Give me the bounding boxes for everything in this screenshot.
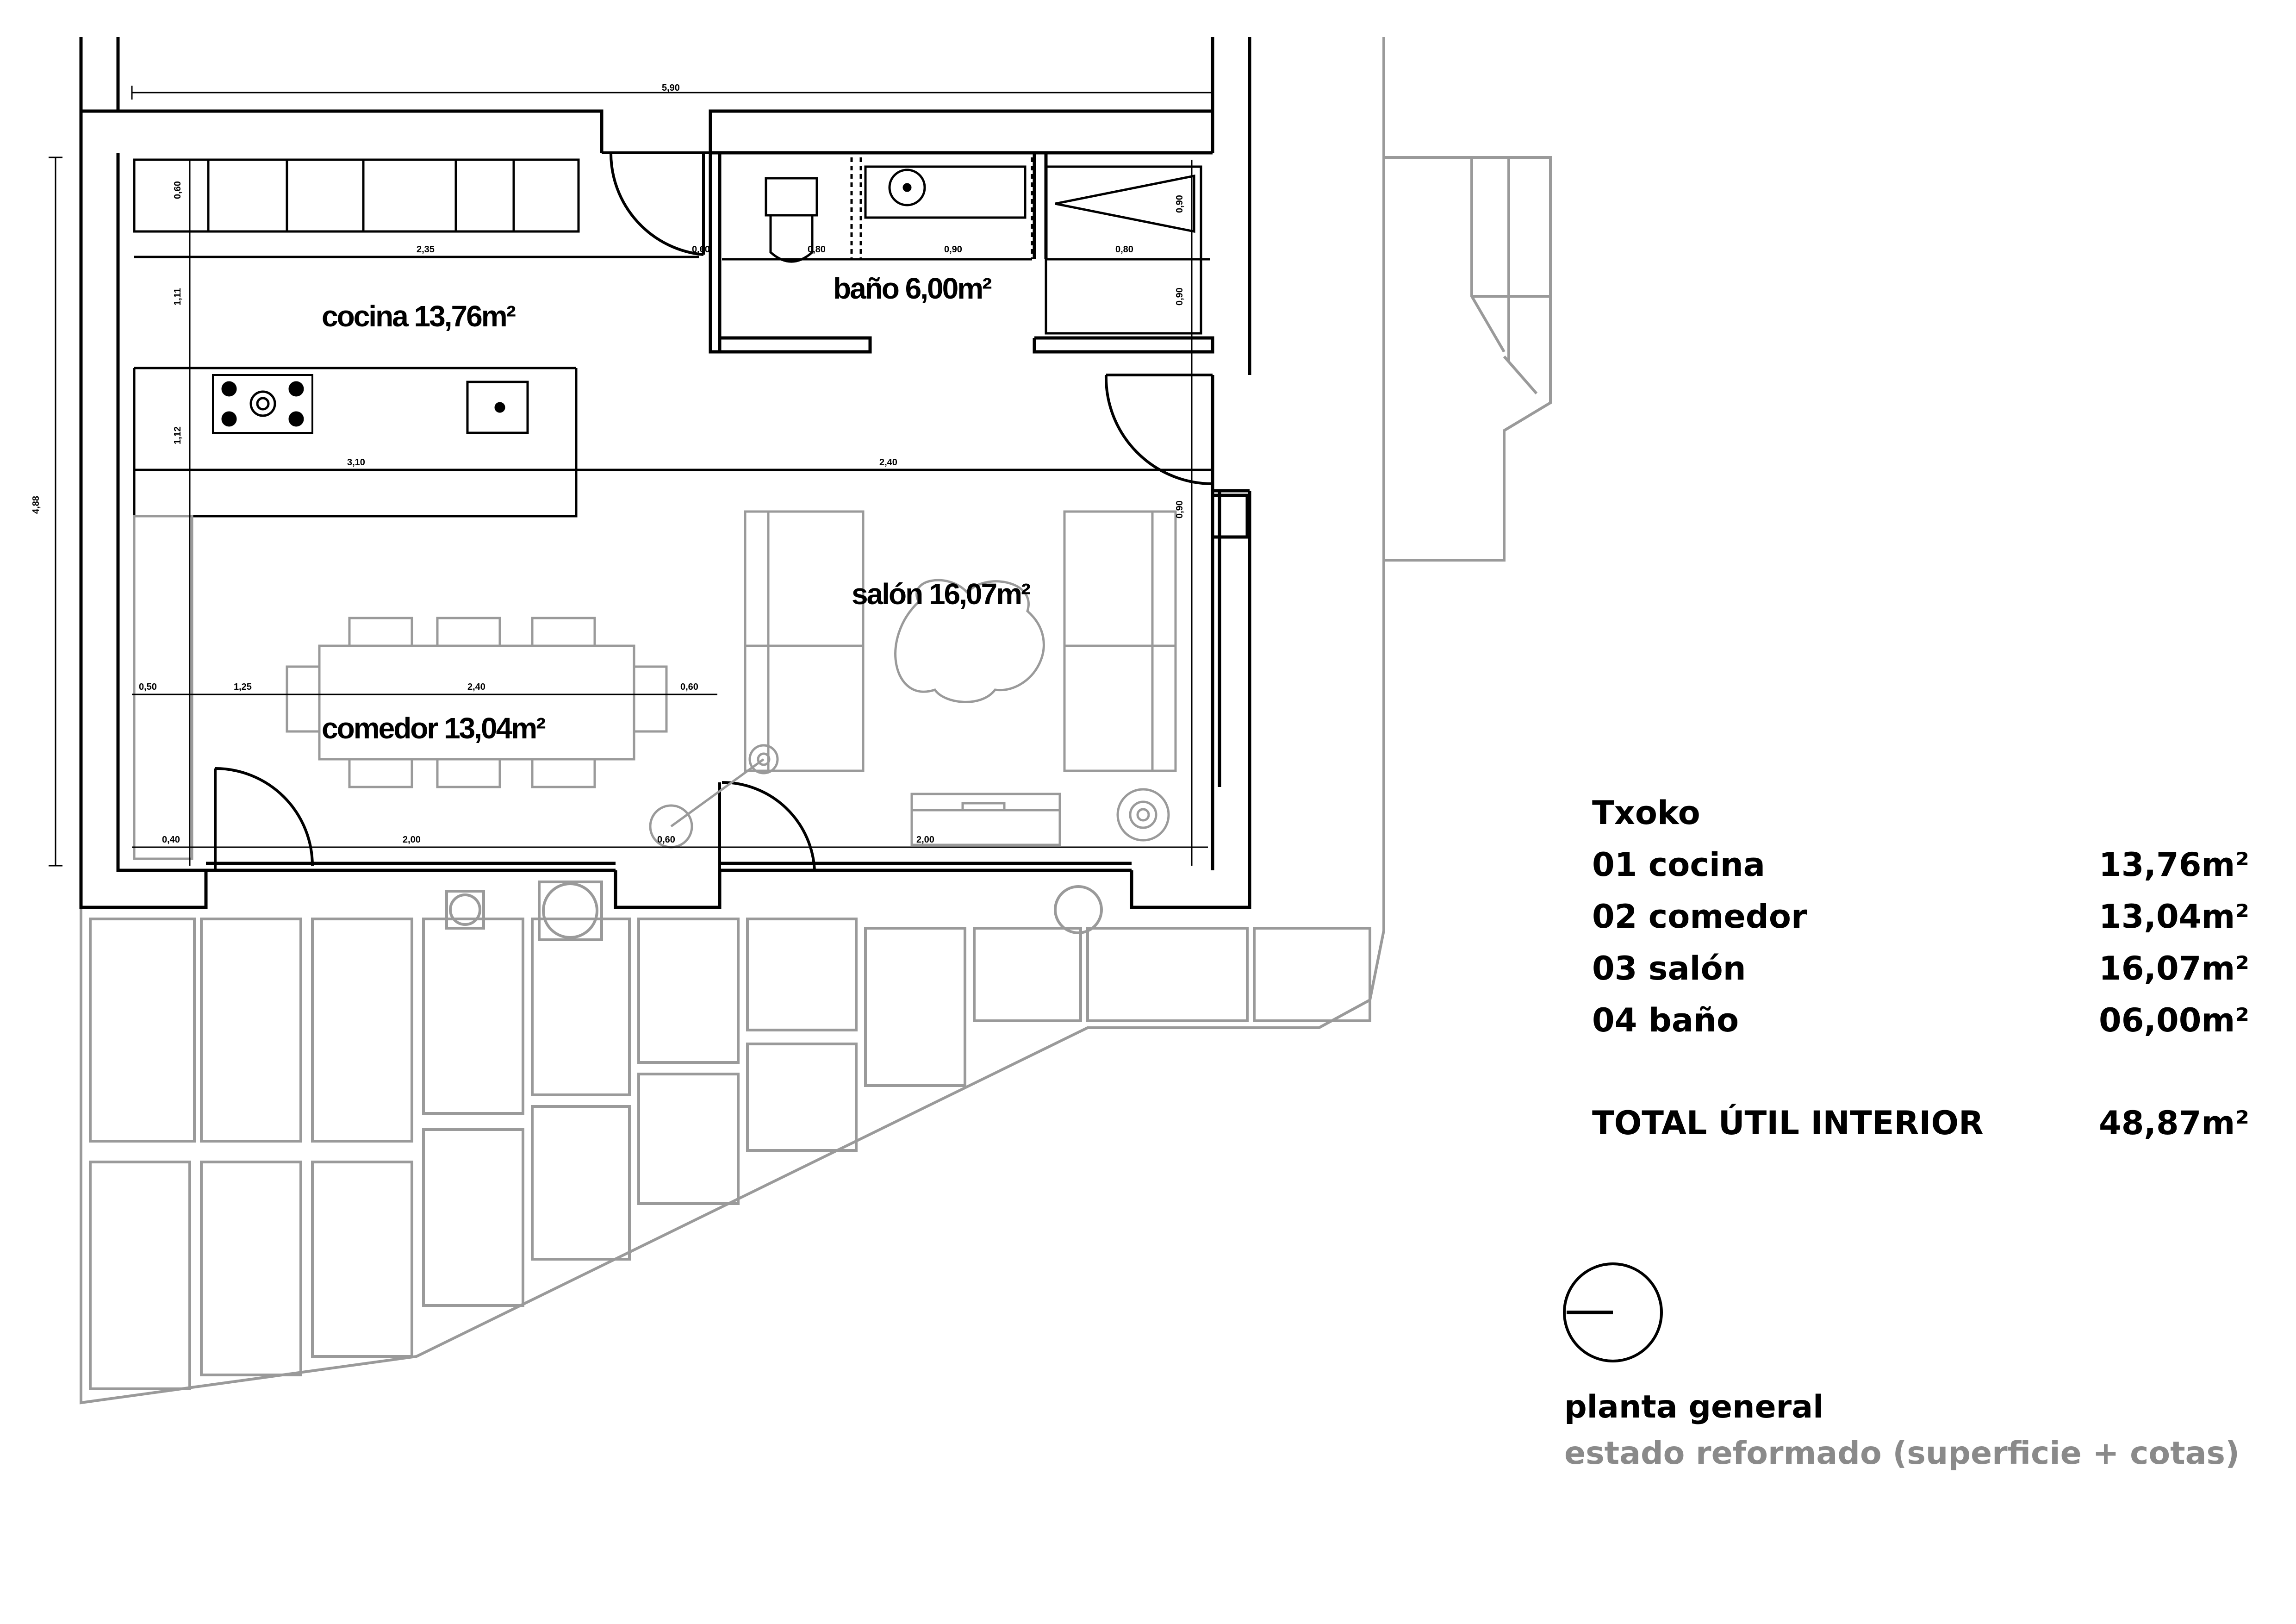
legend-heading-text: Txoko bbox=[1592, 794, 1700, 832]
svg-text:1,25: 1,25 bbox=[234, 682, 252, 692]
svg-text:0,40: 0,40 bbox=[162, 835, 180, 845]
svg-text:3,10: 3,10 bbox=[347, 457, 365, 468]
legend-row: 02 comedor 13,04m² bbox=[1592, 891, 2249, 943]
legend-room-name: 03 salón bbox=[1592, 949, 1746, 987]
svg-text:0,60: 0,60 bbox=[657, 835, 675, 845]
walls bbox=[79, 37, 1251, 909]
room-label-cocina: cocina 13,76m² bbox=[322, 300, 516, 333]
caption-subtitle: estado reformado (superficie + cotas) bbox=[1564, 1435, 2240, 1472]
room-label-bano: baño 6,00m² bbox=[833, 272, 991, 305]
area-legend: Txoko 01 cocina 13,76m² 02 comedor 13,04… bbox=[1592, 787, 2249, 1149]
svg-text:0,80: 0,80 bbox=[808, 244, 826, 255]
dimension-lines bbox=[49, 86, 1213, 867]
svg-text:1,12: 1,12 bbox=[173, 426, 183, 444]
legend-room-area: 06,00m² bbox=[2098, 1001, 2249, 1039]
room-label-comedor: comedor 13,04m² bbox=[322, 712, 545, 745]
svg-text:0,60: 0,60 bbox=[692, 244, 710, 255]
svg-text:0,50: 0,50 bbox=[139, 682, 157, 692]
north-arrow-icon bbox=[1563, 1262, 1663, 1362]
bathroom-fixtures bbox=[722, 157, 1210, 335]
room-label-salon: salón 16,07m² bbox=[852, 577, 1030, 611]
legend-row: 03 salón 16,07m² bbox=[1592, 943, 2249, 994]
legend-room-area: 16,07m² bbox=[2098, 949, 2249, 987]
svg-text:2,40: 2,40 bbox=[879, 457, 897, 468]
svg-text:0,60: 0,60 bbox=[173, 181, 183, 199]
exterior-paving bbox=[80, 37, 1552, 1405]
caption-title: planta general bbox=[1564, 1389, 1824, 1425]
legend-room-name: 02 comedor bbox=[1592, 898, 1807, 936]
legend-room-area: 13,76m² bbox=[2098, 846, 2249, 884]
svg-text:2,00: 2,00 bbox=[403, 835, 421, 845]
svg-text:2,35: 2,35 bbox=[417, 244, 435, 255]
svg-text:1,11: 1,11 bbox=[173, 288, 183, 306]
legend-total-label: TOTAL ÚTIL INTERIOR bbox=[1592, 1104, 1984, 1142]
svg-text:0,60: 0,60 bbox=[680, 682, 698, 692]
svg-text:5,90: 5,90 bbox=[662, 83, 680, 93]
legend-heading: Txoko bbox=[1592, 787, 2249, 839]
living-furniture bbox=[133, 510, 1177, 860]
legend-row: 04 baño 06,00m² bbox=[1592, 994, 2249, 1046]
legend-room-name: 01 cocina bbox=[1592, 846, 1765, 884]
svg-text:0,90: 0,90 bbox=[1175, 500, 1185, 518]
kitchen-furniture bbox=[133, 158, 1213, 518]
doors bbox=[214, 151, 1213, 871]
legend-total-value: 48,87m² bbox=[2098, 1104, 2249, 1142]
svg-text:0,80: 0,80 bbox=[1115, 244, 1133, 255]
svg-text:4,88: 4,88 bbox=[31, 496, 41, 514]
legend-room-name: 04 baño bbox=[1592, 1001, 1739, 1039]
dimension-texts: 5,90 4,88 0,60 1,11 1,12 2,35 3,10 2,40 … bbox=[31, 83, 1185, 845]
svg-text:2,00: 2,00 bbox=[916, 835, 934, 845]
legend-total-row: TOTAL ÚTIL INTERIOR 48,87m² bbox=[1592, 1097, 2249, 1149]
svg-text:0,90: 0,90 bbox=[944, 244, 962, 255]
legend-row: 01 cocina 13,76m² bbox=[1592, 839, 2249, 891]
svg-text:0,90: 0,90 bbox=[1175, 287, 1185, 306]
drawing-caption: planta general estado reformado (superfi… bbox=[1564, 1384, 2240, 1477]
svg-text:2,40: 2,40 bbox=[467, 682, 485, 692]
legend-room-area: 13,04m² bbox=[2098, 898, 2249, 936]
svg-text:0,90: 0,90 bbox=[1175, 195, 1185, 213]
